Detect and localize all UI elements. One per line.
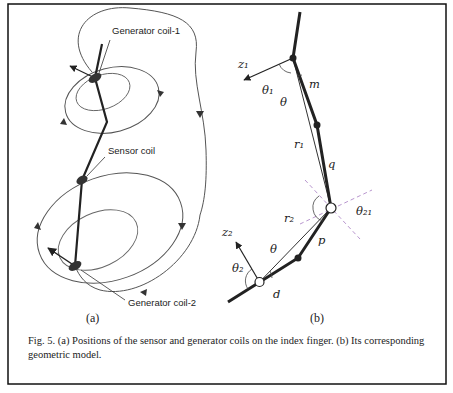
angle-arc <box>245 269 252 289</box>
field-line <box>49 198 148 282</box>
angle-arc <box>279 64 291 73</box>
field-arrow <box>34 222 41 230</box>
field-arrow <box>157 90 164 97</box>
angle-label: θ₂₁ <box>356 205 372 218</box>
vector-r2 <box>260 208 332 282</box>
field-line <box>22 153 199 302</box>
generator-coil <box>67 259 83 273</box>
generator-coil <box>87 71 103 85</box>
vector-label: r₁ <box>294 138 304 151</box>
coil-axis <box>48 248 75 266</box>
field-line <box>75 8 206 292</box>
link-chain <box>228 12 331 302</box>
panel-label: (b) <box>310 312 324 325</box>
angle-arc <box>270 271 272 278</box>
angle-arc <box>297 75 302 76</box>
axis-label: z₂ <box>222 226 233 239</box>
link-label: m <box>309 78 320 91</box>
leader-line <box>87 157 105 176</box>
leader-line <box>81 270 125 300</box>
figure-frame <box>8 4 446 384</box>
angle-label: θ₁ <box>262 84 274 97</box>
field-line <box>57 57 166 144</box>
part-label: Generator coil-2 <box>128 298 196 308</box>
axis-label: z₁ <box>238 58 249 71</box>
part-label: Sensor coil <box>108 146 155 156</box>
part-label: Generator coil-1 <box>112 26 180 36</box>
field-arrow <box>140 289 147 296</box>
panel-label: (a) <box>86 312 99 325</box>
axis-z1 <box>244 58 293 80</box>
sensor-point <box>326 203 336 213</box>
angle-label: θ₂ <box>232 262 244 275</box>
joint-dot <box>295 255 302 262</box>
coil-point <box>255 278 264 287</box>
angle-arc <box>313 196 323 221</box>
joint-dot <box>314 122 321 129</box>
figure-caption: Fig. 5. (a) Positions of the sensor and … <box>28 334 440 362</box>
vector-label: r₂ <box>284 212 294 225</box>
field-arrow <box>60 118 67 125</box>
link-label: q <box>328 158 335 171</box>
joint-dot <box>290 55 297 62</box>
field-arrow <box>196 111 204 118</box>
dashed-axis <box>300 190 372 224</box>
angle-label: θ <box>280 96 287 109</box>
finger-bone <box>75 44 107 266</box>
link-label: d <box>273 288 280 301</box>
vector-r1 <box>293 58 331 208</box>
angle-label: θ <box>270 243 277 256</box>
leader-line <box>99 40 110 73</box>
field-arrow <box>178 223 186 230</box>
dashed-axis <box>305 180 360 239</box>
link-label: p <box>318 234 325 247</box>
